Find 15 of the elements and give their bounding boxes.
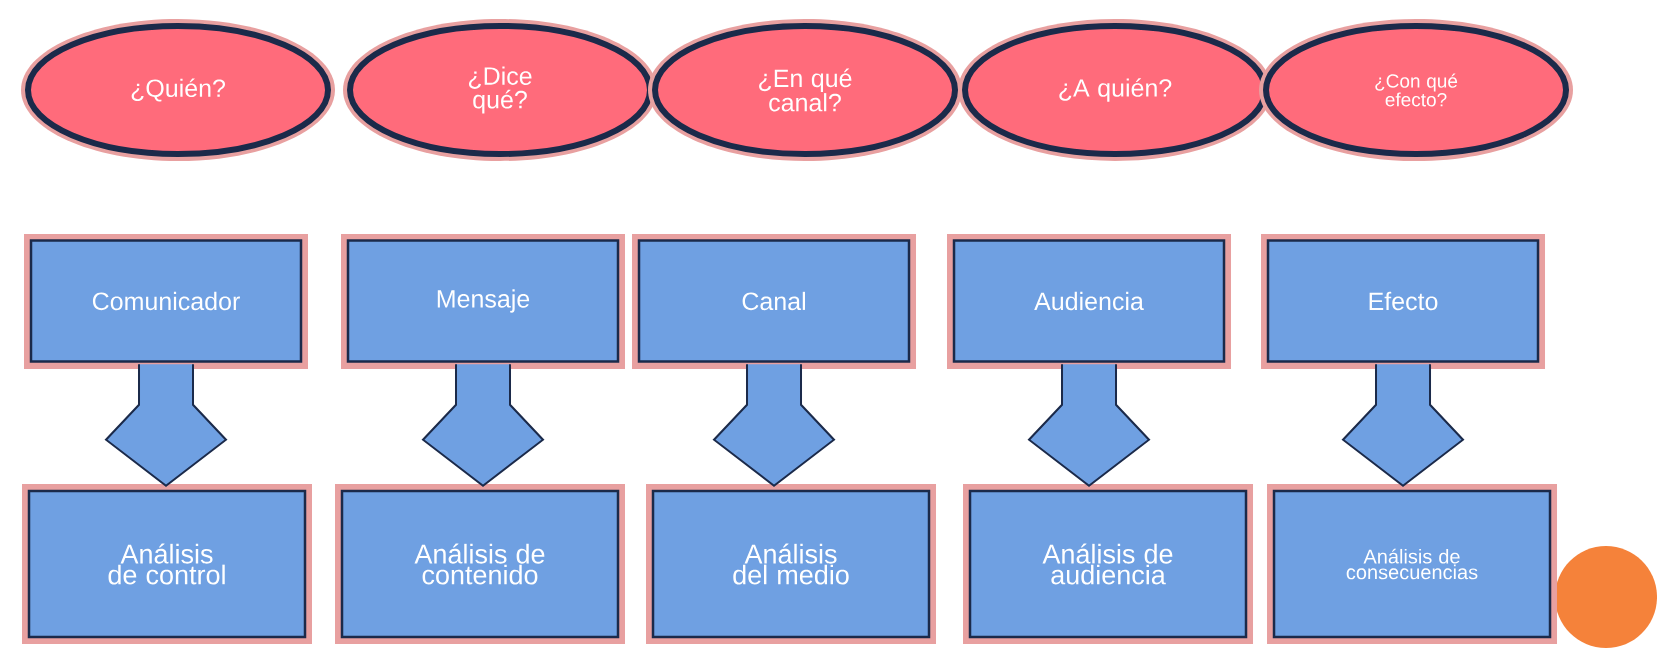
analysis-box: Análisis de audiencia — [968, 489, 1248, 639]
analysis-box: Análisis de consecuencias — [1272, 489, 1552, 639]
analysis-box: Análisis del medio — [651, 489, 931, 639]
down-arrow — [421, 363, 545, 487]
label-box: Canal — [637, 239, 911, 363]
label-box: Audiencia — [952, 239, 1226, 363]
analysis-box: Análisis de contenido — [340, 489, 620, 639]
label-box: Comunicador — [29, 239, 303, 363]
down-arrow — [1027, 363, 1151, 487]
down-arrow — [712, 363, 836, 487]
down-arrow — [104, 363, 228, 487]
down-arrow — [1341, 363, 1465, 487]
label-box: Efecto — [1266, 239, 1540, 363]
label-box: Mensaje — [346, 239, 620, 363]
analysis-box: Análisis de control — [27, 489, 307, 639]
